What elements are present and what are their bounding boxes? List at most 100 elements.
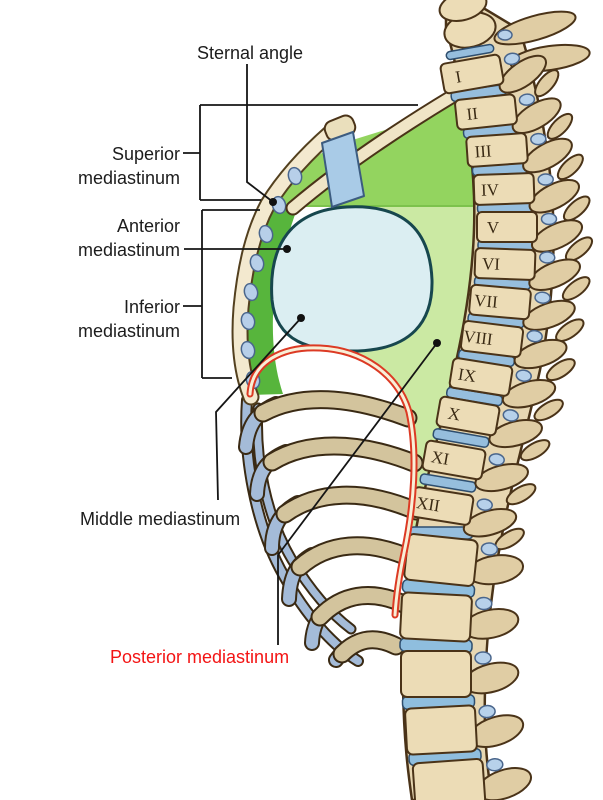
diaphragm-outline-inner xyxy=(248,346,416,617)
facet-joint xyxy=(526,329,543,343)
rib-bone xyxy=(277,487,424,522)
transverse-process xyxy=(531,219,583,253)
vertebra-numeral: V xyxy=(487,218,500,237)
facet-joint xyxy=(474,651,492,665)
transverse-process xyxy=(474,463,529,493)
spinous-process xyxy=(556,153,584,181)
facet-joint xyxy=(537,173,554,186)
label-middle-mediastinum: Middle mediastinum xyxy=(80,509,241,529)
label-anterior-line1: Anterior xyxy=(116,216,180,236)
transverse-process xyxy=(498,54,547,94)
vertebra-body xyxy=(473,247,537,281)
intervertebral-disc xyxy=(432,428,490,448)
transverse-process xyxy=(488,419,543,449)
transverse-process xyxy=(513,338,568,370)
vertebra-body xyxy=(465,132,529,168)
vertebra-body xyxy=(454,93,518,131)
costal-cartilage-bump xyxy=(287,166,303,186)
facet-joint xyxy=(478,704,496,719)
facet-joint xyxy=(530,132,547,146)
vertebra-body xyxy=(404,704,478,756)
label-sternal-angle: Sternal angle xyxy=(196,43,304,63)
leader-sternal-angle xyxy=(246,64,274,203)
label-anterior-mediastinum: Anterior mediastinum xyxy=(58,214,180,262)
label-superior-line2: mediastinum xyxy=(77,168,180,188)
vertebra-numeral: XII xyxy=(415,493,442,516)
middle-mediastinum-region xyxy=(270,205,434,353)
rib-bone xyxy=(264,438,422,471)
spinous-process xyxy=(561,276,591,301)
vertebra-numeral: VI xyxy=(482,254,501,274)
transverse-process xyxy=(522,137,573,174)
vertebra-numeral: I xyxy=(454,67,463,87)
vertebra-body xyxy=(448,357,514,397)
costal-cartilage-bump xyxy=(240,340,256,360)
label-inferior-mediastinum: Inferior mediastinum xyxy=(58,295,180,343)
transverse-process xyxy=(528,178,580,214)
label-superior-mediastinum: Superior mediastinum xyxy=(58,142,180,190)
spinous-process xyxy=(534,69,560,98)
label-inferior-line1: Inferior xyxy=(123,297,180,317)
costal-cartilage-bump xyxy=(240,311,256,331)
rib-bone xyxy=(334,632,404,662)
facet-joint xyxy=(503,52,521,66)
rib-bone xyxy=(292,538,420,575)
vertebra-numeral: IX xyxy=(457,365,478,387)
facet-joint xyxy=(502,409,519,422)
cervical-body xyxy=(438,0,488,22)
vertebra-numeral: VII xyxy=(473,291,499,312)
label-posterior-mediastinum: Posterior mediastinum xyxy=(110,647,290,667)
facet-joint xyxy=(539,251,556,264)
facet-joint xyxy=(476,498,493,511)
transverse-process xyxy=(528,258,581,292)
vertebra-numeral: II xyxy=(466,104,480,124)
leader-dot xyxy=(433,339,441,347)
first-costal-cartilage xyxy=(321,131,365,208)
spinous-process xyxy=(505,483,537,506)
facet-joint xyxy=(486,757,504,772)
cervical-process xyxy=(493,10,577,46)
first-rib xyxy=(287,90,459,214)
intervertebral-disc xyxy=(445,43,495,61)
facet-joint xyxy=(475,596,493,611)
facet-joint xyxy=(534,291,551,304)
transverse-process xyxy=(462,507,518,538)
vertebra-body xyxy=(403,533,479,587)
vertebra-body xyxy=(421,439,487,481)
vertebra-body xyxy=(472,172,536,206)
costal-cartilage-bump xyxy=(258,224,274,244)
transverse-process xyxy=(501,378,557,409)
vertebra-body xyxy=(476,211,538,243)
facet-joint xyxy=(518,93,536,106)
rib-bone xyxy=(255,392,416,426)
cervical-facet xyxy=(497,29,513,41)
leader-dot xyxy=(269,198,277,206)
vertebra-numeral: X xyxy=(446,404,461,425)
spinous-process xyxy=(562,195,591,222)
costal-cartilage-bump xyxy=(243,282,259,302)
facet-joint xyxy=(515,369,532,382)
vertebra-body xyxy=(399,591,473,643)
intervertebral-disc xyxy=(419,473,477,493)
vertebra-numeral: IV xyxy=(481,180,500,200)
sternum xyxy=(233,120,344,404)
spinous-process xyxy=(546,112,574,140)
label-inferior-line2: mediastinum xyxy=(77,321,180,341)
leader-posterior xyxy=(277,342,438,645)
vertebra-numeral: XI xyxy=(430,447,451,469)
facet-joint xyxy=(540,212,558,226)
label-superior-line1: Superior xyxy=(111,144,180,164)
transverse-process xyxy=(511,97,562,135)
facet-joint xyxy=(488,453,505,466)
vertebra-body xyxy=(435,395,501,437)
facet-joint xyxy=(480,542,499,556)
label-anterior-line2: mediastinum xyxy=(77,240,180,260)
vertebra-body xyxy=(439,53,505,95)
costal-cartilage-bump xyxy=(249,253,265,273)
spinous-process xyxy=(545,358,576,382)
vertebra-body xyxy=(400,650,472,698)
vertebra-body xyxy=(468,283,532,321)
vertebra-body xyxy=(411,758,487,800)
leader-dot xyxy=(283,245,291,253)
